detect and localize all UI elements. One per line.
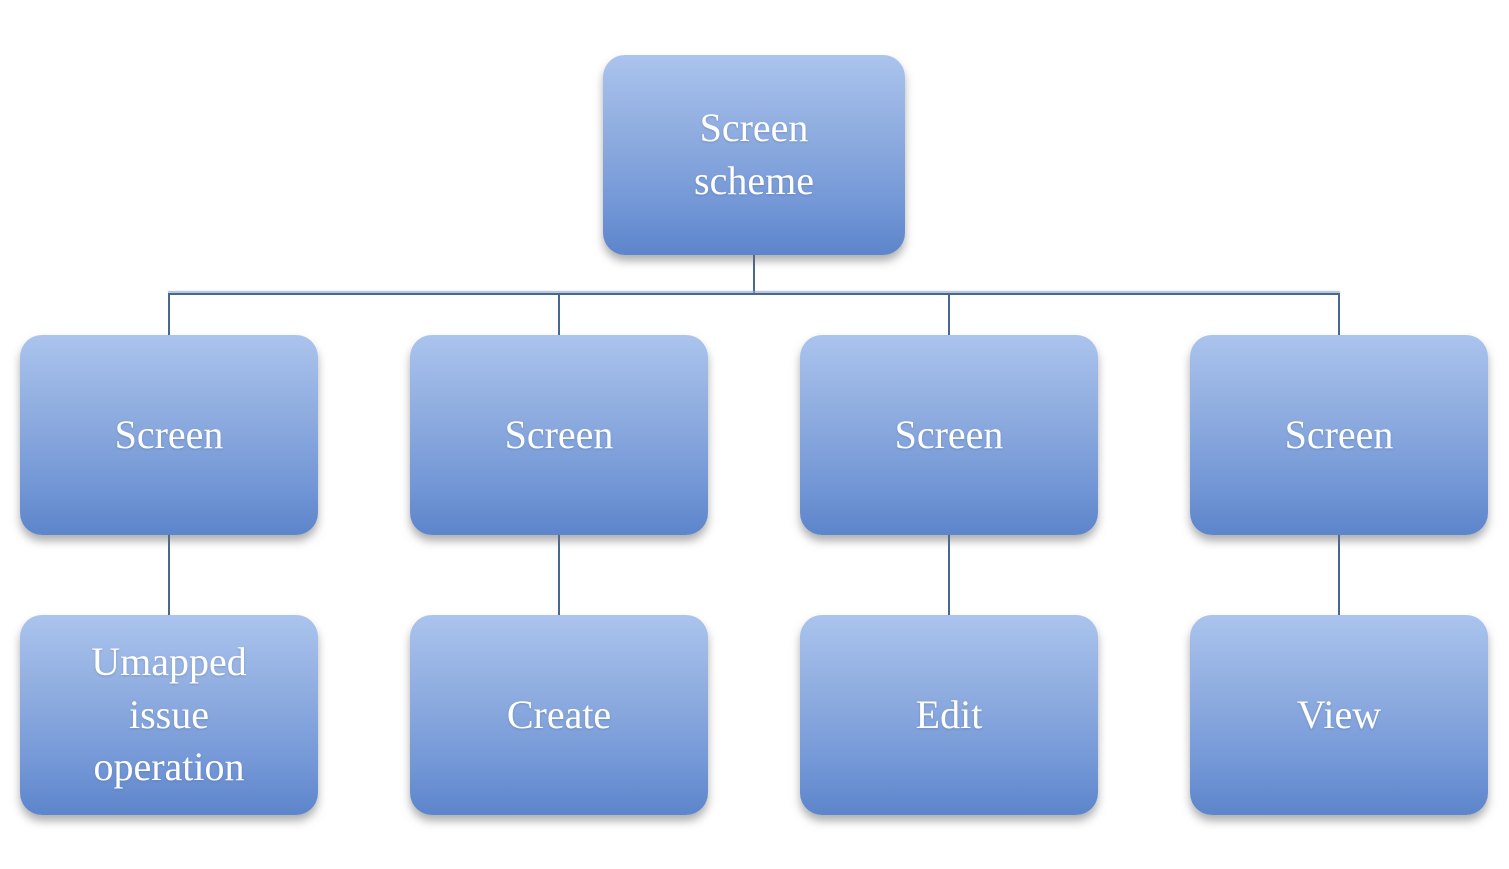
node-screen-2: Screen bbox=[410, 335, 708, 535]
node-view: View bbox=[1190, 615, 1488, 815]
node-edit-label: Edit bbox=[915, 691, 983, 737]
node-screen-4: Screen bbox=[1190, 335, 1488, 535]
node-view-label: View bbox=[1296, 691, 1382, 737]
node-edit: Edit bbox=[800, 615, 1098, 815]
connector-screen-to-umapped bbox=[168, 535, 170, 615]
connector-drop-screen-3 bbox=[948, 295, 950, 335]
node-screen-scheme: Screen scheme bbox=[603, 55, 905, 255]
node-screen-1-label: Screen bbox=[114, 411, 224, 457]
node-create: Create bbox=[410, 615, 708, 815]
connector-screen-to-edit bbox=[948, 535, 950, 615]
node-screen-2-label: Screen bbox=[504, 411, 614, 457]
connector-root-stem bbox=[753, 255, 755, 295]
node-screen-3-label: Screen bbox=[894, 411, 1004, 457]
connector-drop-screen-4 bbox=[1338, 295, 1340, 335]
node-screen-4-label: Screen bbox=[1284, 411, 1394, 457]
node-create-label: Create bbox=[506, 691, 612, 737]
connector-screen-to-create bbox=[558, 535, 560, 615]
connector-screen-to-view bbox=[1338, 535, 1340, 615]
connector-bus bbox=[168, 293, 1340, 295]
node-screen-scheme-label: Screen scheme bbox=[694, 105, 814, 203]
node-umapped-issue-operation: Umapped issue operation bbox=[20, 615, 318, 815]
connector-drop-screen-2 bbox=[558, 295, 560, 335]
connector-drop-screen-1 bbox=[168, 295, 170, 335]
node-screen-3: Screen bbox=[800, 335, 1098, 535]
node-umapped-issue-operation-label: Umapped issue operation bbox=[91, 638, 247, 790]
node-screen-1: Screen bbox=[20, 335, 318, 535]
